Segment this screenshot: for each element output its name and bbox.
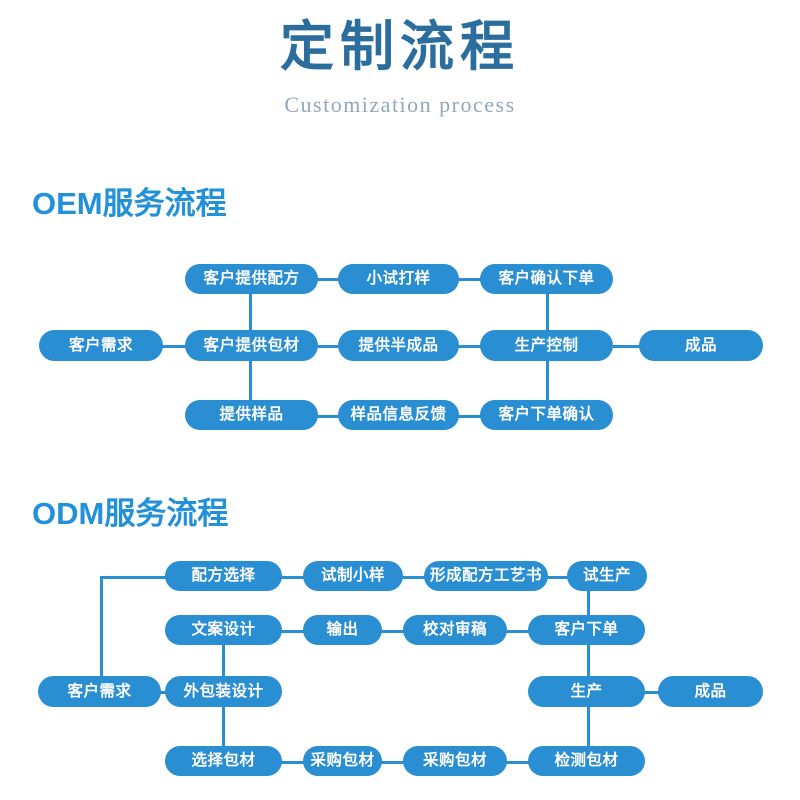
oem-node-sample-feedback[interactable]: 样品信息反馈 <box>338 400 459 430</box>
connector-oem-control-to-finished <box>613 345 641 348</box>
connector-odm-formuladoc-to-trialproduction <box>547 576 568 579</box>
odm-node-finished-product[interactable]: 成品 <box>658 676 763 707</box>
odm-node-production[interactable]: 生产 <box>528 676 645 707</box>
connector-oem-demand-to-packaging <box>160 345 192 348</box>
connector-oem-sample-to-feedback <box>315 415 340 418</box>
odm-node-purchase-packaging-1[interactable]: 采购包材 <box>303 746 382 776</box>
odm-node-trial-small-sample[interactable]: 试制小样 <box>303 561 403 591</box>
odm-node-trial-production[interactable]: 试生产 <box>567 561 647 591</box>
oem-node-customer-confirms-order[interactable]: 客户确认下单 <box>480 264 613 294</box>
connector-odm-customerorder-to-production <box>587 630 590 692</box>
oem-node-customer-order-confirm[interactable]: 客户下单确认 <box>480 400 613 430</box>
odm-node-select-packaging[interactable]: 选择包材 <box>165 746 282 776</box>
oem-node-finished-product[interactable]: 成品 <box>639 330 763 361</box>
odm-node-outer-packaging-design[interactable]: 外包装设计 <box>165 676 282 707</box>
connector-oem-formula-to-trial <box>315 278 340 281</box>
connector-odm-production-to-inspect <box>587 691 590 762</box>
connector-odm-proofreading-to-customerorder <box>506 630 529 633</box>
odm-node-copywriting-design[interactable]: 文案设计 <box>165 615 282 645</box>
section-heading-odm: ODM服务流程 <box>32 496 229 531</box>
connector-odm-bracket-to-formula <box>100 576 168 579</box>
odm-node-proofreading-review[interactable]: 校对审稿 <box>403 615 507 645</box>
connector-oem-semi-to-control <box>457 345 482 348</box>
connector-odm-output-to-proofreading <box>381 630 404 633</box>
odm-node-customer-demand[interactable]: 客户需求 <box>38 676 161 707</box>
connector-odm-trialproduction-to-customerorder <box>587 576 590 631</box>
oem-node-customer-demand[interactable]: 客户需求 <box>39 330 163 361</box>
connector-odm-selectpack-to-purchase1 <box>281 761 304 764</box>
odm-node-inspect-packaging[interactable]: 检测包材 <box>528 746 645 776</box>
oem-node-customer-provides-packaging[interactable]: 客户提供包材 <box>185 330 318 361</box>
connector-oem-packaging-to-semi <box>315 345 340 348</box>
oem-node-small-trial-sample[interactable]: 小试打样 <box>338 264 459 294</box>
odm-node-form-formula-doc[interactable]: 形成配方工艺书 <box>424 561 548 591</box>
odm-node-customer-order[interactable]: 客户下单 <box>528 615 645 645</box>
section-heading-oem: OEM服务流程 <box>32 186 227 221</box>
odm-node-output[interactable]: 输出 <box>303 615 382 645</box>
connector-odm-trialsample-to-formuladoc <box>402 576 425 579</box>
connector-odm-purchase2-to-inspect <box>506 761 529 764</box>
odm-node-purchase-packaging-2[interactable]: 采购包材 <box>403 746 507 776</box>
connector-odm-copywriting-to-outerpackaging <box>222 630 225 692</box>
page-title: 定制流程 <box>280 17 520 77</box>
page-subtitle: Customization process <box>284 92 516 117</box>
connector-odm-bracket-vertical <box>100 576 103 694</box>
oem-node-production-control[interactable]: 生产控制 <box>480 330 613 361</box>
connector-odm-purchase1-to-purchase2 <box>381 761 404 764</box>
connector-odm-outerpackaging-to-selectpack <box>222 691 225 762</box>
connector-oem-feedback-to-orderconfirm <box>457 415 482 418</box>
oem-node-customer-provides-formula[interactable]: 客户提供配方 <box>185 264 318 294</box>
connector-odm-copywriting-to-output <box>281 630 304 633</box>
oem-node-provide-semi-finished[interactable]: 提供半成品 <box>338 330 459 361</box>
odm-node-formula-selection[interactable]: 配方选择 <box>165 561 282 591</box>
oem-node-provide-sample[interactable]: 提供样品 <box>185 400 318 430</box>
connector-odm-production-to-finished <box>631 691 659 694</box>
connector-oem-trial-to-confirm <box>457 278 482 281</box>
connector-odm-formula-to-trialsample <box>281 576 304 579</box>
